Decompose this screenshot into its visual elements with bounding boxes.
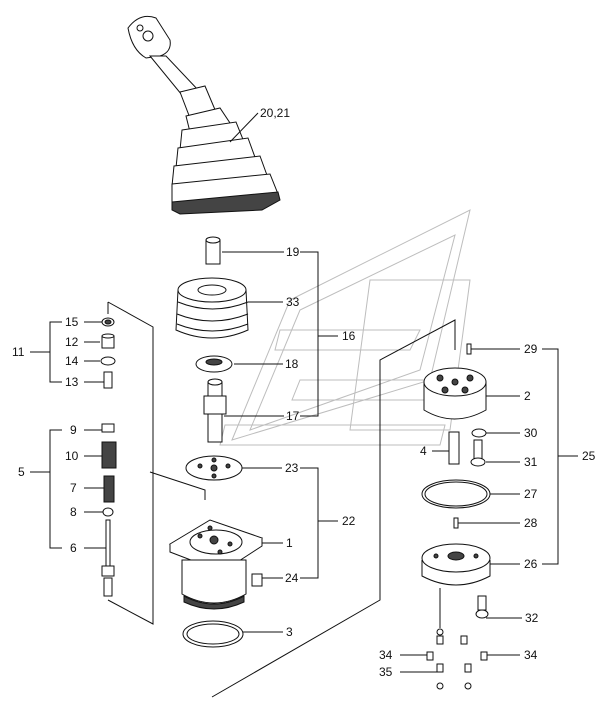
- label-20-21: 20,21: [260, 106, 290, 120]
- label-34-right: 34: [524, 648, 538, 662]
- part-33-bellows: [175, 277, 249, 339]
- group-25-parts: [421, 343, 491, 690]
- part-24-fitting: [251, 573, 263, 587]
- label-35: 35: [379, 665, 393, 679]
- label-33: 33: [286, 295, 300, 309]
- label-1: 1: [286, 536, 293, 550]
- label-6: 6: [70, 541, 77, 555]
- label-5: 5: [18, 465, 25, 479]
- part-3-o-ring: [182, 620, 244, 648]
- part-1-body: [168, 519, 264, 610]
- label-34-left: 34: [379, 648, 393, 662]
- label-8: 8: [70, 505, 77, 519]
- label-30: 30: [524, 426, 538, 440]
- label-31: 31: [524, 455, 538, 469]
- group-11-parts: [100, 317, 116, 389]
- label-10: 10: [65, 449, 79, 463]
- label-14: 14: [65, 354, 79, 368]
- label-4: 4: [420, 444, 427, 458]
- label-2: 2: [524, 389, 531, 403]
- label-24: 24: [285, 571, 299, 585]
- label-22: 22: [342, 514, 356, 528]
- leader-lines: [30, 112, 578, 698]
- joystick-handle-boot: [127, 15, 281, 215]
- label-12: 12: [65, 335, 79, 349]
- label-23: 23: [285, 461, 299, 475]
- label-13: 13: [65, 375, 79, 389]
- label-32: 32: [525, 611, 539, 625]
- label-26: 26: [524, 557, 538, 571]
- callout-labels: 20,21 19 33 16 18 17 23 22 1 24 3 11 15 …: [12, 106, 596, 679]
- label-11: 11: [12, 345, 25, 359]
- part-18-nut: [195, 355, 233, 373]
- label-25: 25: [582, 449, 596, 463]
- part-23-plate: [185, 455, 243, 481]
- label-27: 27: [524, 487, 538, 501]
- part-19-bushing: [205, 236, 221, 265]
- label-9: 9: [70, 423, 77, 437]
- label-19: 19: [286, 245, 300, 259]
- group-5-parts: [101, 423, 117, 597]
- label-7: 7: [70, 481, 77, 495]
- watermark-logo: [219, 209, 471, 446]
- label-28: 28: [524, 516, 538, 530]
- part-17-shaft: [203, 378, 227, 443]
- label-16: 16: [342, 329, 356, 343]
- label-18: 18: [285, 357, 299, 371]
- label-3: 3: [286, 625, 293, 639]
- label-29: 29: [524, 342, 538, 356]
- label-17: 17: [286, 409, 300, 423]
- label-15: 15: [65, 315, 79, 329]
